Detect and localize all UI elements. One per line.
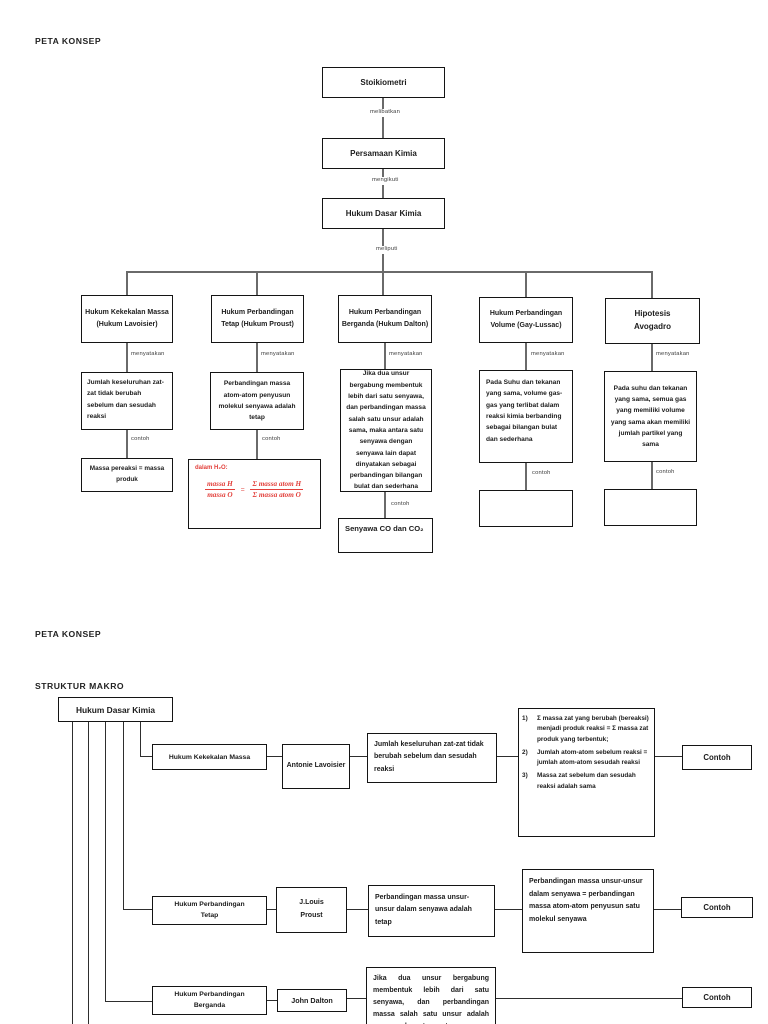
elbow-line [140,756,152,757]
connector-line [382,98,384,109]
link-label-menyatakan: menyatakan [389,351,423,357]
connector-line [651,271,653,298]
link-label-contoh: contoh [532,470,551,476]
connector-line [350,756,367,757]
example-perbandingan-volume-empty [479,490,573,527]
statement-hipotesis-avogadro: Pada suhu dan tekanan yang sama, semua g… [604,371,697,462]
link-label-menyatakan: menyatakan [261,351,295,357]
scientist-lavoisier: Antonie Lavoisier [282,744,350,789]
details-kekekalan-massa: Σ massa zat yang berubah (bereaksi) menj… [518,708,655,837]
connector-line [382,169,384,177]
connector-line [382,117,384,138]
link-label-contoh: contoh [262,436,281,442]
row-statement-kekekalan-massa: Jumlah keseluruhan zat-zat tidak berubah… [367,733,497,783]
connector-line [267,909,276,910]
row-law-perbandingan-tetap: Hukum Perbandingan Tetap [152,896,267,925]
connector-line [267,1000,277,1001]
row-statement-perbandingan-berganda: Jika dua unsur bergabung membentuk lebih… [366,967,496,1024]
statement-perbandingan-tetap: Perbandingan massa atom-atom penyusun mo… [210,372,304,430]
statement-perbandingan-volume: Pada Suhu dan tekanan yang sama, volume … [479,370,573,463]
row-statement-perbandingan-tetap: Perbandingan massa unsur-unsur dalam sen… [368,885,495,937]
connector-line [525,343,527,370]
branch-line [123,722,124,910]
connector-line [384,492,386,518]
link-label-menyatakan: menyatakan [531,351,565,357]
link-label-melibatkan: melibatkan [370,109,401,115]
connector-line [654,909,681,910]
equals-sign: = [240,485,245,494]
branch-line [88,722,89,1024]
connector-line [347,909,368,910]
connector-line [126,343,128,372]
root-node-hukum-dasar-kimia: Hukum Dasar Kimia [58,697,173,722]
law-title-perbandingan-volume: Hukum Perbandingan Volume (Gay-Lussac) [479,297,573,343]
link-label-contoh: contoh [131,436,150,442]
link-label-mengikuti: mengikuti [372,177,399,183]
node-persamaan-kimia: Persamaan Kimia [322,138,445,169]
connector-line [382,254,384,295]
scientist-dalton: John Dalton [277,989,347,1012]
page2-subheading: STRUKTUR MAKRO [35,681,125,691]
connector-line [256,430,258,459]
connector-line [256,271,258,295]
list-item: Jumlah atom-atom sebelum reaksi = jumlah… [537,748,648,766]
branch-line [72,722,73,1024]
node-stoikiometri: Stoikiometri [322,67,445,98]
connector-line [651,344,653,371]
contoh-box-row1: Contoh [682,745,752,770]
connector-line [651,462,653,489]
link-label-menyatakan: menyatakan [656,351,690,357]
connector-line [496,998,682,999]
connector-line [256,343,258,372]
connector-line [525,463,527,490]
example-kekekalan-massa: Massa pereaksi = massa produk [81,458,173,492]
row-law-kekekalan-massa: Hukum Kekekalan Massa [152,744,267,770]
branch-line [140,722,141,757]
connector-line [384,343,386,369]
link-label-meliputi: meliputi [376,246,398,252]
link-label-contoh: contoh [391,501,410,507]
link-label-contoh: contoh [656,469,675,475]
contoh-box-row2: Contoh [681,897,753,918]
distributor-line [126,271,653,273]
law-title-perbandingan-tetap: Hukum Perbandingan Tetap (Hukum Proust) [211,295,304,343]
list-item: Massa zat sebelum dan sesudah reaksi ada… [537,772,636,790]
elbow-line [105,1001,152,1002]
law-title-hipotesis-avogadro: Hipotesis Avogadro [605,298,700,344]
branch-line [105,722,106,1002]
connector-line [655,756,682,757]
equation-caption: dalam H₂O: [195,465,228,471]
example-hipotesis-avogadro-empty [604,489,697,526]
row-law-perbandingan-berganda: Hukum Perbandingan Berganda [152,986,267,1015]
detail-perbandingan-tetap: Perbandingan massa unsur-unsur dalam sen… [522,869,654,953]
statement-kekekalan-massa: Jumlah keseluruhan zat-zat tidak berubah… [81,372,173,430]
list-item: Σ massa zat yang berubah (bereaksi) menj… [537,715,649,743]
contoh-box-row3: Contoh [682,987,752,1008]
example-perbandingan-berganda: Senyawa CO dan CO₂ [338,518,433,553]
scientist-proust: J.Louis Proust [276,887,347,933]
connector-line [382,185,384,198]
page2-heading: PETA KONSEP [35,629,102,639]
statement-perbandingan-berganda: Jika dua unsur bergabung membentuk lebih… [340,369,432,492]
connector-line [495,909,522,910]
page1-heading: PETA KONSEP [35,36,102,46]
connector-line [382,229,384,246]
connector-line [126,430,128,458]
connector-line [347,998,366,999]
connector-line [497,756,518,757]
numbered-list: Σ massa zat yang berubah (bereaksi) menj… [519,709,654,792]
node-hukum-dasar-kimia: Hukum Dasar Kimia [322,198,445,229]
law-title-kekekalan-massa: Hukum Kekekalan Massa (Hukum Lavoisier) [81,295,173,343]
connector-line [525,271,527,297]
connector-line [267,756,282,757]
connector-line [126,271,128,295]
law-title-perbandingan-berganda: Hukum Perbandingan Berganda (Hukum Dalto… [338,295,432,343]
link-label-menyatakan: menyatakan [131,351,165,357]
elbow-line [123,909,152,910]
